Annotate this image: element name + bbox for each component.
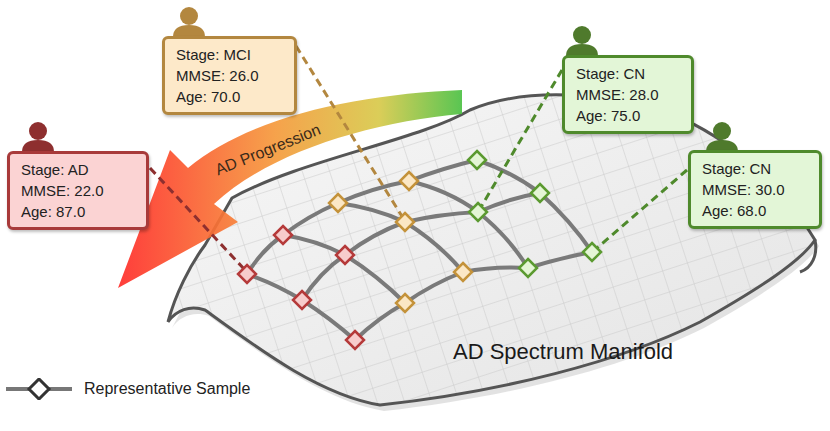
manifold-label: AD Spectrum Manifold — [453, 339, 673, 365]
callout-text: Stage: CN — [702, 158, 810, 179]
legend-text: Representative Sample — [84, 380, 250, 398]
callout-box: Stage: CNMMSE: 28.0Age: 75.0 — [562, 55, 694, 134]
sheet-outline — [168, 95, 815, 405]
callout-text: Stage: MCI — [176, 44, 285, 65]
callout-text: MMSE: 30.0 — [702, 179, 810, 200]
sample-grid — [247, 160, 592, 340]
sheet-curl — [800, 240, 816, 272]
leader-lines — [150, 46, 687, 270]
callout-box: Stage: CNMMSE: 30.0Age: 68.0 — [688, 150, 822, 229]
callout-text: Stage: CN — [576, 63, 682, 84]
callout-text: Stage: AD — [21, 159, 137, 180]
callout-text: Age: 75.0 — [576, 105, 682, 126]
callout-box: Stage: MCIMMSE: 26.0Age: 70.0 — [162, 36, 297, 115]
callout-text: Age: 87.0 — [21, 201, 137, 222]
callout-text: Age: 68.0 — [702, 200, 810, 221]
callout-text: MMSE: 26.0 — [176, 65, 285, 86]
person-icons — [22, 7, 738, 152]
callout-text: MMSE: 22.0 — [21, 180, 137, 201]
representative-samples — [238, 151, 601, 349]
callout-box: Stage: ADMMSE: 22.0Age: 87.0 — [7, 151, 149, 230]
callout-text: Age: 70.0 — [176, 86, 285, 107]
callout-text: MMSE: 28.0 — [576, 84, 682, 105]
progression-arrow — [118, 90, 462, 288]
legend-sample — [4, 378, 74, 400]
